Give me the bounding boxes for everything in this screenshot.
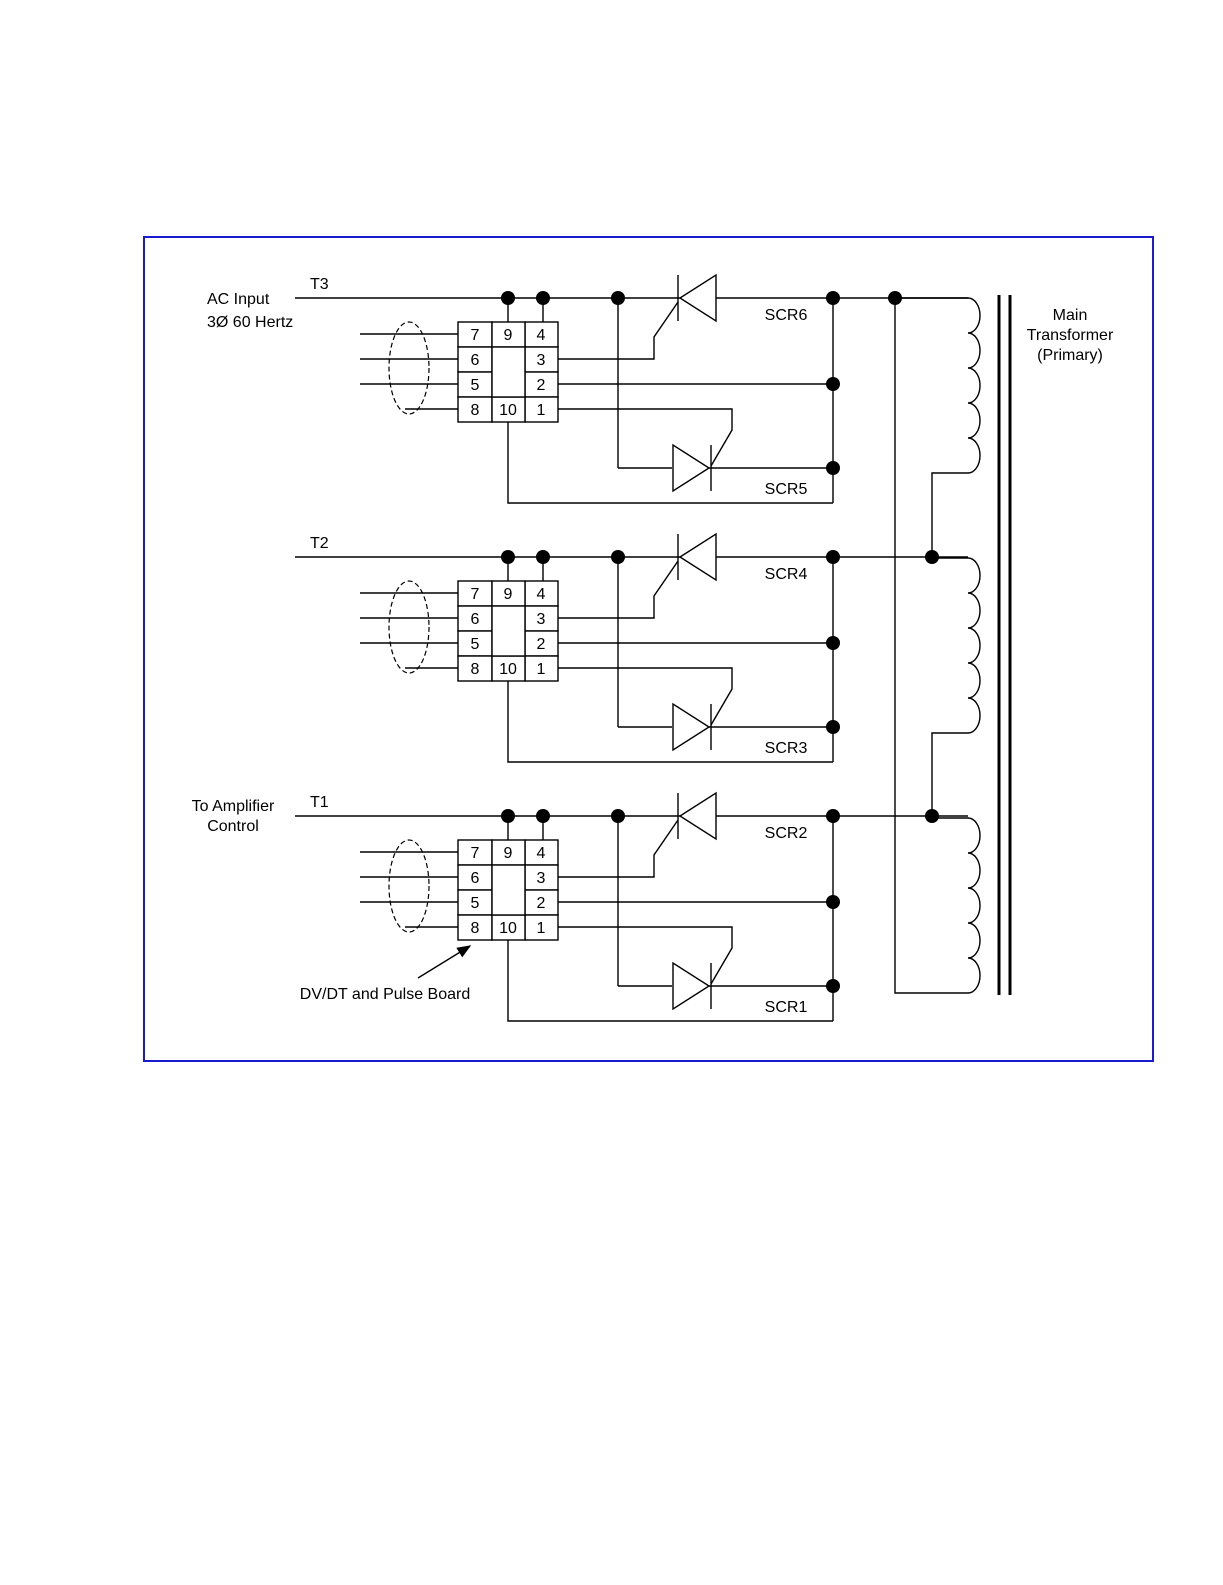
pin-number: 5: [471, 895, 480, 912]
transformer-label-line3: (Primary): [1037, 347, 1103, 364]
pin-number: 2: [537, 377, 546, 394]
pin-number: 8: [471, 920, 480, 937]
scr-top-symbol: [680, 793, 716, 839]
ac-input-label: AC Input: [207, 291, 270, 308]
scr-top-symbol: [680, 275, 716, 321]
scr-bottom-label: SCR1: [765, 999, 808, 1016]
pin-number: 1: [537, 402, 546, 419]
pin-number: 9: [504, 845, 513, 862]
pin-number: 2: [537, 895, 546, 912]
pin-number: 6: [471, 870, 480, 887]
primary-coil-upper: [895, 298, 980, 558]
pin-number: 4: [537, 845, 546, 862]
scr-bottom-label: SCR3: [765, 740, 808, 757]
ac-input-frequency-label: 3Ø 60 Hertz: [207, 314, 293, 331]
pin-number: 8: [471, 661, 480, 678]
junction-dot: [826, 636, 840, 650]
primary-coil-lower: [895, 298, 980, 993]
pin-number: 6: [471, 611, 480, 628]
gate-wire: [558, 668, 732, 725]
pin-number: 3: [537, 611, 546, 628]
junction-dot: [826, 979, 840, 993]
pin-number: 4: [537, 327, 546, 344]
pin-number: 1: [537, 661, 546, 678]
scr-bottom-label: SCR5: [765, 481, 808, 498]
scr-bottom-symbol: [673, 445, 709, 491]
amplifier-control-label-line2: Control: [207, 818, 259, 835]
gate-wire: [558, 927, 732, 984]
twisted-pair-ellipse: [389, 581, 429, 673]
pin-number: 7: [471, 327, 480, 344]
junction-dot: [925, 550, 939, 564]
pin-number: 2: [537, 636, 546, 653]
pin-number: 1: [537, 920, 546, 937]
board-center-block: [492, 865, 525, 915]
junction-dot: [925, 809, 939, 823]
terminal-label: T1: [310, 794, 329, 811]
pin-number: 10: [499, 661, 517, 678]
board-callout-label: DV/DT and Pulse Board: [300, 986, 470, 1003]
pin-number: 3: [537, 352, 546, 369]
pin-number: 9: [504, 586, 513, 603]
pin-number: 4: [537, 586, 546, 603]
pin-number: 10: [499, 402, 517, 419]
junction-dot: [826, 895, 840, 909]
pin-number: 7: [471, 845, 480, 862]
pin-number: 6: [471, 352, 480, 369]
junction-dot: [826, 377, 840, 391]
pin-number: 9: [504, 327, 513, 344]
terminal-label: T2: [310, 535, 329, 552]
board-center-block: [492, 606, 525, 656]
pin-number: 3: [537, 870, 546, 887]
amplifier-control-label: To Amplifier: [192, 798, 275, 815]
junction-dot: [826, 461, 840, 475]
scr-top-label: SCR2: [765, 825, 808, 842]
junction-dot: [826, 720, 840, 734]
twisted-pair-ellipse: [389, 840, 429, 932]
pin-number: 7: [471, 586, 480, 603]
pin-number: 10: [499, 920, 517, 937]
primary-coil-middle: [932, 558, 980, 818]
scr-bottom-symbol: [673, 704, 709, 750]
scr-bottom-symbol: [673, 963, 709, 1009]
junction-dot: [888, 291, 902, 305]
twisted-pair-ellipse: [389, 322, 429, 414]
board-center-block: [492, 347, 525, 397]
transformer-label: Main: [1053, 307, 1088, 324]
diagram-frame: [144, 237, 1153, 1061]
pin-number: 5: [471, 377, 480, 394]
board-callout-arrow: [418, 946, 470, 978]
gate-wire: [558, 409, 732, 466]
transformer-label-line2: Transformer: [1027, 327, 1114, 344]
scr-top-label: SCR4: [765, 566, 808, 583]
scr-top-label: SCR6: [765, 307, 808, 324]
pin-number: 8: [471, 402, 480, 419]
terminal-label: T3: [310, 276, 329, 293]
pin-number: 5: [471, 636, 480, 653]
scr-top-symbol: [680, 534, 716, 580]
